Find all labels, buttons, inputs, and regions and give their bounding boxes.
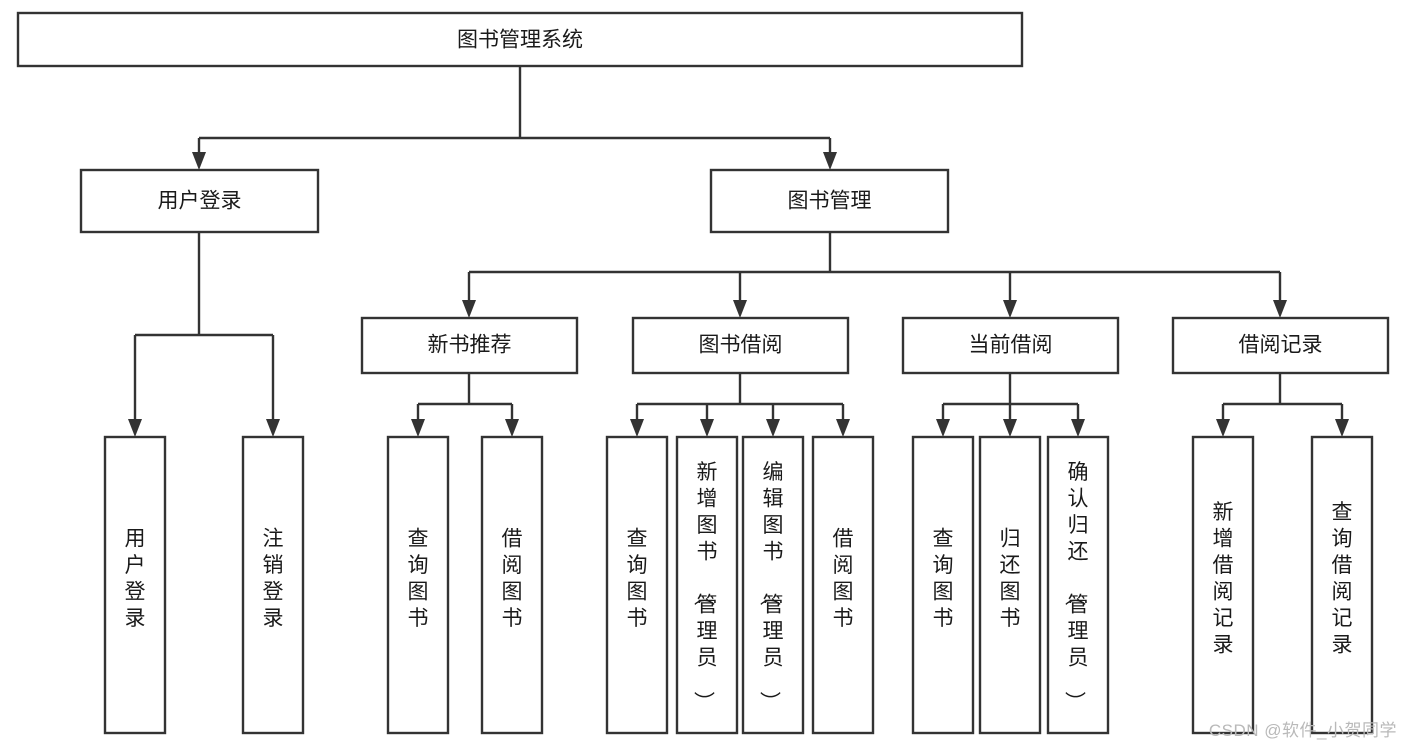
node-root[interactable]: 图书管理系统 (16, 11, 1024, 68)
arrowhead-leaf-1 (128, 419, 142, 437)
node-leaf-5-label: 查询图书 (627, 527, 648, 630)
arrowhead-leaf-8 (836, 419, 850, 437)
node-leaf-9-label: 查询图书 (933, 527, 954, 630)
node-book-manage[interactable]: 图书管理 (709, 168, 950, 234)
node-root-box[interactable] (16, 11, 1024, 68)
node-leaf-8-label: 借阅图书 (833, 527, 854, 630)
node-current-borrow[interactable]: 当前借阅 (901, 316, 1120, 375)
node-book-manage-label: 图书管理 (788, 190, 872, 213)
arrowhead-leaf-3 (411, 419, 425, 437)
node-leaf-11[interactable]: 确认归还（管理员） (1046, 435, 1110, 735)
node-leaf-3[interactable]: 查询图书 (386, 435, 450, 735)
arrowhead-leaf-2 (266, 419, 280, 437)
node-leaf-1-box[interactable] (103, 435, 167, 735)
node-leaf-7-box[interactable] (741, 435, 805, 735)
node-leaf-12-box[interactable] (1191, 435, 1255, 735)
arrowhead-leaf-5 (630, 419, 644, 437)
node-leaf-7[interactable]: 编辑图书（管理员） (741, 435, 805, 735)
node-leaf-6[interactable]: 新增图书（管理员） (675, 435, 739, 735)
node-leaf-4-label: 借阅图书 (502, 527, 523, 630)
arrowhead-borrow-record (1273, 300, 1287, 318)
node-leaf-10[interactable]: 归还图书 (978, 435, 1042, 735)
node-leaf-1-label: 用户登录 (125, 527, 146, 630)
node-leaf-13-box[interactable] (1310, 435, 1374, 735)
node-leaf-12-label: 新增借阅记录 (1213, 501, 1234, 657)
node-borrow-record-label: 借阅记录 (1239, 334, 1323, 357)
arrowhead-user-login (192, 152, 206, 170)
node-current-borrow-label: 当前借阅 (969, 334, 1053, 357)
arrowhead-book-borrow (733, 300, 747, 318)
arrowhead-leaf-6 (700, 419, 714, 437)
node-borrow-record[interactable]: 借阅记录 (1171, 316, 1390, 375)
arrowhead-leaf-9 (936, 419, 950, 437)
node-leaf-8[interactable]: 借阅图书 (811, 435, 875, 735)
node-user-login-box[interactable] (79, 168, 320, 234)
node-leaf-3-box[interactable] (386, 435, 450, 735)
node-leaf-2-label: 注销登录 (263, 527, 284, 630)
node-leaf-6-box[interactable] (675, 435, 739, 735)
arrowhead-leaf-4 (505, 419, 519, 437)
connector-layer (128, 66, 1349, 437)
node-new-book-rec[interactable]: 新书推荐 (360, 316, 579, 375)
arrowhead-leaf-12 (1216, 419, 1230, 437)
node-user-login[interactable]: 用户登录 (79, 168, 320, 234)
node-user-login-label: 用户登录 (158, 190, 242, 213)
node-leaf-4-box[interactable] (480, 435, 544, 735)
node-new-book-rec-box[interactable] (360, 316, 579, 375)
node-leaf-10-box[interactable] (978, 435, 1042, 735)
node-current-borrow-box[interactable] (901, 316, 1120, 375)
node-new-book-rec-label: 新书推荐 (428, 334, 512, 357)
node-leaf-6-label: 新增图书（管理员） (692, 461, 718, 712)
node-leaf-11-box[interactable] (1046, 435, 1110, 735)
node-leaf-11-label: 确认归还（管理员） (1063, 461, 1089, 712)
node-book-manage-box[interactable] (709, 168, 950, 234)
node-leaf-1[interactable]: 用户登录 (103, 435, 167, 735)
node-leaf-9[interactable]: 查询图书 (911, 435, 975, 735)
arrowhead-leaf-11 (1071, 419, 1085, 437)
node-leaf-8-box[interactable] (811, 435, 875, 735)
arrowhead-leaf-10 (1003, 419, 1017, 437)
node-root-label: 图书管理系统 (457, 29, 583, 52)
arrowhead-current-borrow (1003, 300, 1017, 318)
node-leaf-3-label: 查询图书 (408, 527, 429, 630)
node-leaf-4[interactable]: 借阅图书 (480, 435, 544, 735)
node-leaf-5[interactable]: 查询图书 (605, 435, 669, 735)
node-leaf-12[interactable]: 新增借阅记录 (1191, 435, 1255, 735)
node-book-borrow-label: 图书借阅 (699, 334, 783, 357)
node-leaf-13[interactable]: 查询借阅记录 (1310, 435, 1374, 735)
arrowhead-new-book-rec (462, 300, 476, 318)
csdn-watermark: CSDN @软件_小贺同学 (1208, 721, 1397, 740)
node-book-borrow[interactable]: 图书借阅 (631, 316, 850, 375)
node-leaf-5-box[interactable] (605, 435, 669, 735)
node-book-borrow-box[interactable] (631, 316, 850, 375)
arrowhead-leaf-13 (1335, 419, 1349, 437)
node-leaf-2[interactable]: 注销登录 (241, 435, 305, 735)
node-leaf-7-label: 编辑图书（管理员） (758, 461, 784, 712)
arrowhead-leaf-7 (766, 419, 780, 437)
node-leaf-10-label: 归还图书 (1000, 527, 1021, 630)
node-leaf-2-box[interactable] (241, 435, 305, 735)
node-leaf-9-box[interactable] (911, 435, 975, 735)
node-leaf-13-label: 查询借阅记录 (1332, 501, 1353, 657)
node-borrow-record-box[interactable] (1171, 316, 1390, 375)
arrowhead-book-manage (823, 152, 837, 170)
